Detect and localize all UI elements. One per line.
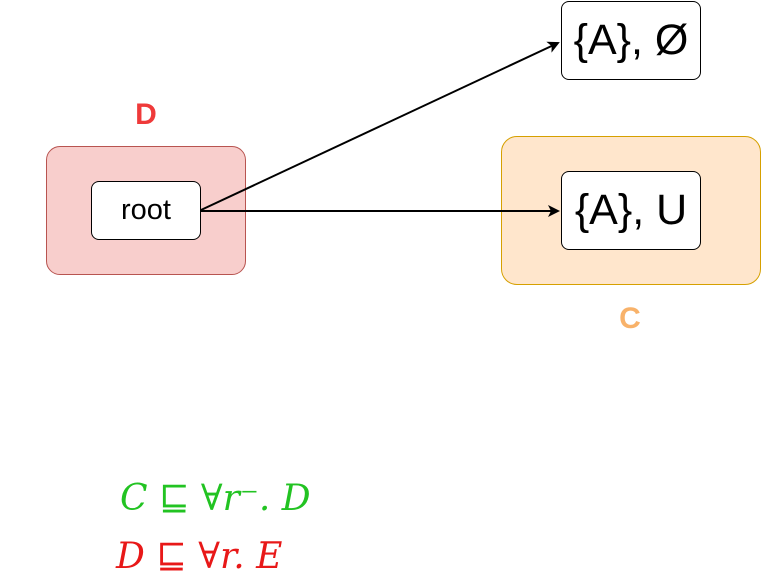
root-node-label: root bbox=[121, 194, 171, 226]
mid-set-node[interactable]: {A}, U bbox=[561, 171, 701, 250]
mid-set-node-label: {A}, U bbox=[574, 186, 688, 234]
top-set-node[interactable]: {A}, Ø bbox=[561, 1, 701, 80]
formula-d-axiom: D ⊑ ∀r. E bbox=[116, 536, 283, 577]
root-node[interactable]: root bbox=[91, 181, 201, 240]
group-d-label: D bbox=[135, 98, 157, 131]
group-c-label: C bbox=[619, 302, 641, 335]
formula-c-axiom: C ⊑ ∀r⁻. D bbox=[120, 478, 311, 519]
top-set-node-label: {A}, Ø bbox=[573, 16, 689, 64]
edge-root-to-top-set bbox=[200, 41, 560, 211]
